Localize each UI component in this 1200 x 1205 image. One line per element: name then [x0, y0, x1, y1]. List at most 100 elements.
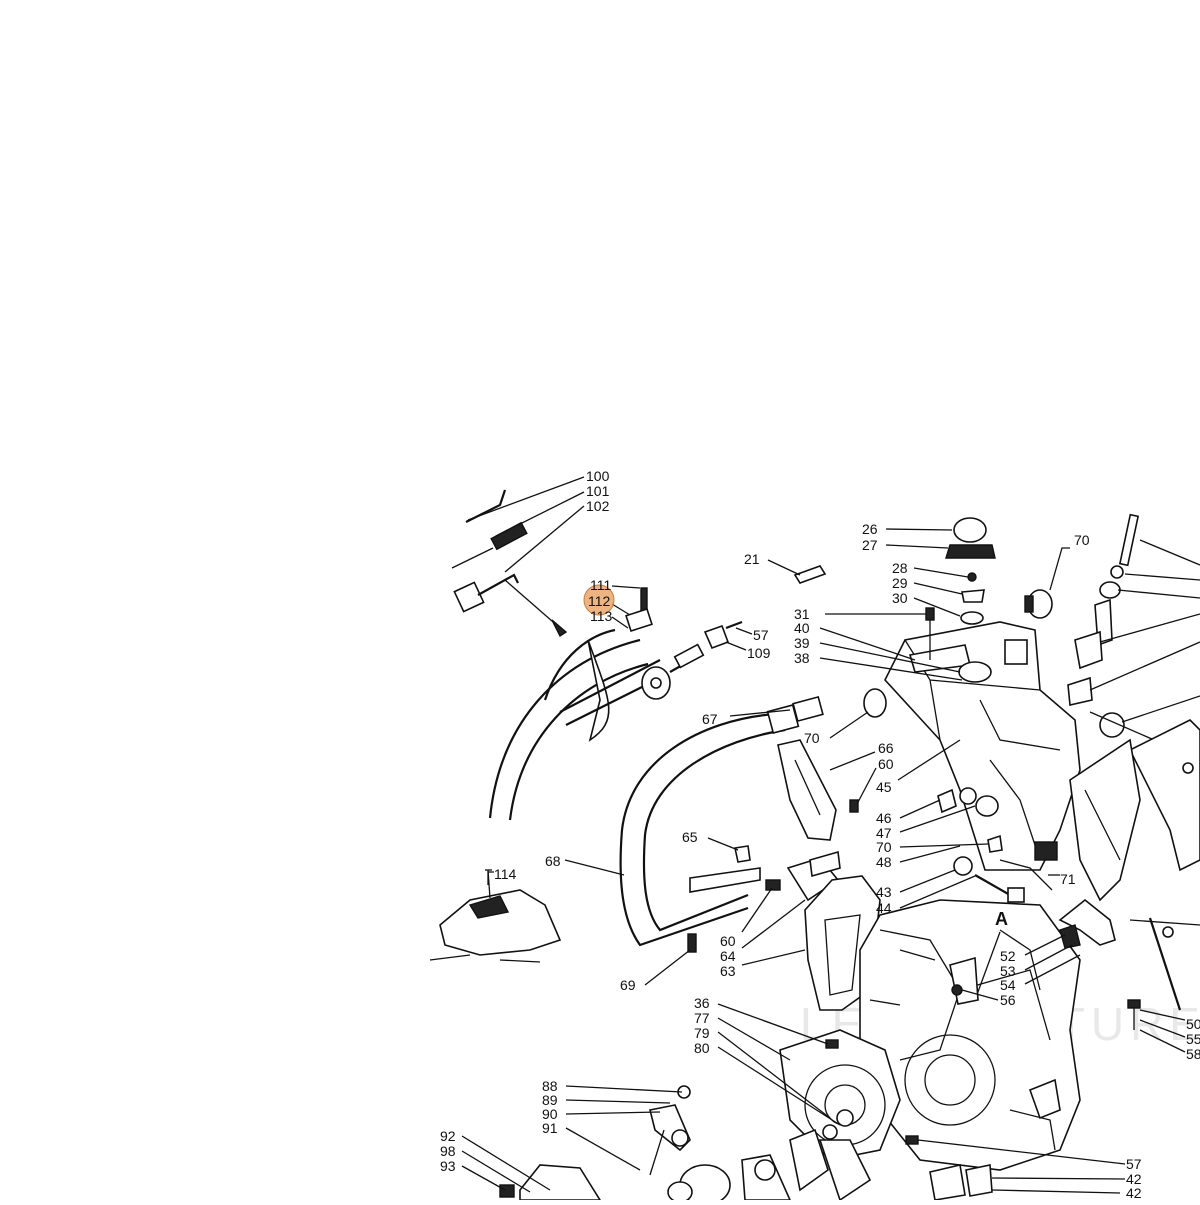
leader-40: [819, 627, 916, 661]
callout-67: 67: [702, 711, 718, 727]
callout-30: 30: [892, 590, 908, 606]
callout-58: 58: [1186, 1046, 1200, 1062]
leader-43: [899, 869, 956, 893]
leader-69: [644, 949, 691, 986]
leader-52: [1024, 934, 1066, 956]
decal-21: [793, 565, 827, 584]
leader-60a: [856, 767, 877, 805]
callout-52: 52: [1000, 948, 1016, 964]
leader-70a: [1049, 547, 1070, 591]
callout-42a: 42: [1126, 1171, 1142, 1187]
callout-55: 55: [1186, 1031, 1200, 1047]
callout-26: 26: [862, 521, 878, 537]
leader-55: [1139, 1019, 1186, 1038]
leader-46: [899, 799, 941, 819]
leader-91: [565, 1127, 641, 1171]
callout-43: 43: [876, 884, 892, 900]
bracket-46: [937, 788, 957, 814]
leader-70c: [899, 843, 989, 848]
leader-88: [565, 1085, 683, 1093]
side-cover-right: [1069, 719, 1200, 902]
callout-21: 21: [744, 551, 760, 567]
leader-26: [885, 528, 953, 531]
callout-93: 93: [440, 1158, 456, 1174]
callout-27: 27: [862, 537, 878, 553]
nut-70c: [987, 834, 1003, 853]
leader-90: [565, 1111, 661, 1115]
starter-housing: [779, 1029, 901, 1161]
leader-66: [829, 751, 876, 771]
bolt-60b: [765, 879, 781, 891]
leader-28: [913, 567, 969, 578]
engine-crankcase: [859, 899, 1081, 1171]
leader-44: [899, 875, 976, 909]
handle-bracket-66: [777, 739, 837, 841]
callout-112[interactable]: 112: [588, 593, 611, 609]
callout-79: 79: [694, 1025, 710, 1041]
leader-64: [741, 899, 806, 949]
callout-80: 80: [694, 1040, 710, 1056]
leader-63: [741, 949, 806, 966]
leader-70b: [829, 711, 869, 739]
leader-60b: [741, 887, 773, 933]
callout-31: 31: [794, 606, 810, 622]
callout-38: 38: [794, 650, 810, 666]
callout-70a: 70: [1074, 532, 1090, 548]
callout-66: 66: [878, 740, 894, 756]
callout-92: 92: [440, 1128, 456, 1144]
spring-assembly-88-91: [649, 1085, 691, 1176]
callout-101: 101: [586, 483, 610, 499]
bottom-right-parts: [905, 1078, 1061, 1201]
callout-46: 46: [876, 810, 892, 826]
leader-58: [1139, 1029, 1186, 1053]
leader-77: [717, 1017, 791, 1061]
callout-113: 113: [590, 608, 613, 624]
guard-114: [429, 869, 562, 963]
leader-50: [1139, 1009, 1186, 1021]
callout-56: 56: [1000, 992, 1016, 1008]
rod-44: [974, 874, 1025, 903]
mount-70a: [1024, 589, 1053, 619]
screwdriver-tool: [451, 521, 528, 569]
guard-92-93: [499, 1164, 602, 1201]
leader-101: [495, 491, 585, 537]
leader-65: [707, 837, 739, 851]
callout-53: 53: [1000, 963, 1016, 979]
callout-70b: 70: [804, 730, 820, 746]
callout-71: 71: [1060, 871, 1076, 887]
leader-113: [611, 616, 629, 629]
leader-42a: [991, 1177, 1126, 1180]
callout-109: 109: [747, 645, 771, 661]
leader-21: [767, 559, 801, 576]
callout-98: 98: [440, 1143, 456, 1159]
callout-63: 63: [720, 963, 736, 979]
callout-89: 89: [542, 1092, 558, 1108]
leader-42b: [991, 1189, 1121, 1194]
clamp-right: [1067, 630, 1125, 738]
callout-102: 102: [586, 498, 610, 514]
strap-plate: [689, 867, 761, 893]
leader-93: [461, 1165, 506, 1191]
leader-89: [565, 1099, 671, 1104]
callout-100: 100: [586, 468, 610, 484]
leader-48: [899, 845, 961, 863]
callout-28: 28: [892, 560, 908, 576]
knob-65: [734, 845, 751, 863]
mount-70b: [863, 688, 887, 718]
hex-key-tool: [465, 489, 507, 523]
callout-111: 111: [590, 577, 611, 593]
leader-39: [819, 642, 961, 673]
front-handle-68: [619, 695, 824, 947]
callout-45: 45: [876, 779, 892, 795]
highlight-marker[interactable]: [583, 584, 615, 616]
callout-68: 68: [545, 853, 561, 869]
leader-92: [461, 1135, 551, 1191]
callout-54: 54: [1000, 977, 1016, 993]
mount-47: [959, 787, 999, 817]
leader-102: [504, 505, 585, 573]
callout-44: 44: [876, 900, 892, 916]
vibration-mount-109: [703, 620, 743, 650]
leader-112: [611, 603, 631, 616]
leader-29: [913, 582, 963, 595]
